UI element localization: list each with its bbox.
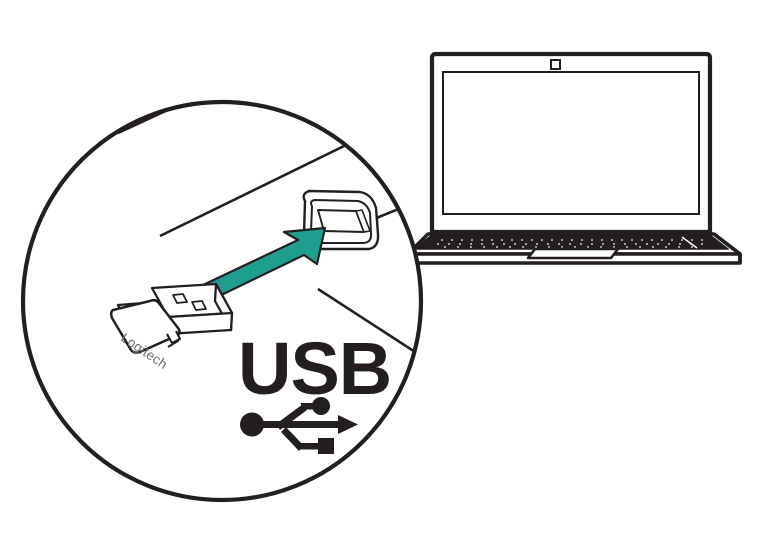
laptop-hinge-nubs: [448, 231, 673, 237]
keyboard-numpad-divider: [681, 236, 698, 249]
laptop-screen: [442, 71, 700, 215]
usb-text-label: USB: [238, 327, 391, 410]
keyboard-keys: [437, 239, 703, 248]
laptop-icon: [406, 51, 742, 265]
usb-trident-icon: [240, 397, 358, 454]
insert-arrow-icon: [201, 226, 327, 301]
laptop-base-right-cap: [712, 232, 742, 263]
trackpad-icon: [526, 247, 620, 260]
magnifier-content: Logitech USB: [24, 103, 420, 499]
magnifier-circle-icon: [20, 99, 424, 503]
webcam-icon: [550, 59, 561, 70]
keyboard-icon: [413, 235, 729, 250]
